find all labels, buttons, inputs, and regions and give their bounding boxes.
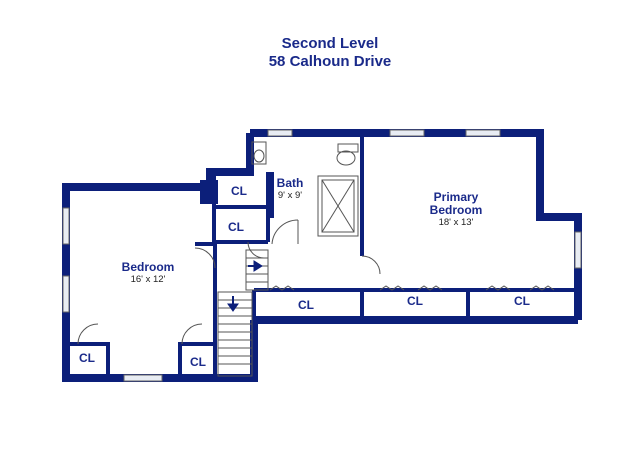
arrow-right-icon: [248, 260, 263, 272]
door-swings: [77, 219, 381, 345]
closet-label-primary-left: CL: [407, 294, 423, 308]
shower: [317, 175, 359, 237]
bath-label: Bath: [277, 176, 304, 190]
bath-dimensions: 9' x 9': [278, 190, 302, 201]
primary-bedroom-dimensions: 18' x 13': [439, 217, 474, 228]
closet-label-bath-upper: CL: [231, 184, 247, 198]
stair-direction-arrows: [227, 260, 263, 312]
closet-label-bath-lower: CL: [228, 220, 244, 234]
closet-label-bedroom-right: CL: [190, 355, 206, 369]
primary-bedroom-label-line2: Bedroom: [430, 203, 483, 217]
interior-walls: [66, 133, 578, 378]
plan-title-line1: Second Level: [282, 35, 379, 52]
bedroom-dimensions: 16' x 12': [131, 274, 166, 285]
closet-label-hall: CL: [298, 298, 314, 312]
bath-fixtures: [251, 141, 359, 166]
staircase: [217, 249, 269, 377]
plan-title-line2: 58 Calhoun Drive: [269, 53, 392, 70]
arrow-down-icon: [227, 296, 239, 312]
chimney-block: [200, 180, 218, 204]
primary-bedroom-label-line1: Primary: [434, 190, 479, 204]
closet-bifold-doors: [269, 285, 555, 291]
closet-label-primary-right: CL: [514, 294, 530, 308]
windows: [62, 129, 582, 382]
closet-label-bedroom-left: CL: [79, 351, 95, 365]
bedroom-label: Bedroom: [122, 260, 175, 274]
exterior-walls: [62, 129, 582, 382]
